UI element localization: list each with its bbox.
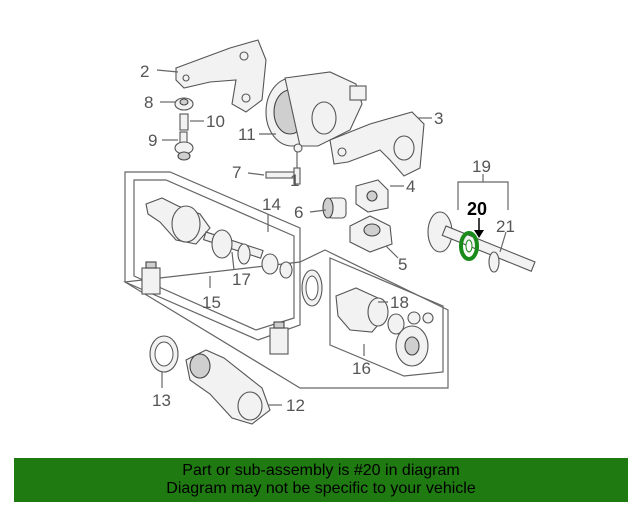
label-10: 10: [206, 112, 225, 131]
parts-diagram: 2 8 10 9 11 3 7 1 4 14 6 5 17 15 18 16 1…: [123, 39, 536, 425]
bolt-part-9: [174, 131, 194, 161]
label-14: 14: [262, 195, 281, 214]
boot-clamp: [301, 269, 323, 307]
label-2: 2: [140, 62, 149, 81]
banner-line-1: Part or sub-assembly is #20 in diagram: [182, 462, 460, 479]
grease-bottle-right: [269, 321, 289, 355]
label-20[interactable]: 20: [467, 199, 487, 219]
label-15: 15: [202, 293, 221, 312]
differential-part-11: [265, 71, 367, 153]
label-18: 18: [390, 293, 409, 312]
leader-21: [499, 231, 507, 253]
axle-shaft-part-21: [427, 211, 536, 273]
nut-part-8: [174, 97, 194, 111]
box-16-outline: [329, 257, 444, 377]
label-17: 17: [232, 270, 251, 289]
label-9: 9: [148, 131, 157, 150]
box-outer-outline: [123, 249, 449, 389]
leader-5: [385, 245, 399, 259]
label-4: 4: [406, 177, 415, 196]
arrow-20-icon: [474, 230, 484, 238]
housing-part-12: [185, 349, 271, 425]
leader-17: [231, 251, 235, 271]
bracket-part-3: [329, 111, 425, 177]
label-12: 12: [286, 396, 305, 415]
label-8: 8: [144, 93, 153, 112]
label-6: 6: [294, 203, 303, 222]
sleeve-part-10: [179, 113, 189, 131]
label-16: 16: [352, 359, 371, 378]
label-13: 13: [152, 391, 171, 410]
cv-joint-part-18: [335, 287, 434, 367]
banner-line-2: Diagram may not be specific to your vehi…: [166, 480, 476, 497]
mount-part-5: [349, 215, 393, 253]
info-banner: Part or sub-assembly is #20 in diagram D…: [14, 458, 628, 502]
grease-bottle-left: [141, 261, 161, 295]
mount-part-4: [355, 179, 389, 213]
label-1: 1: [290, 171, 299, 190]
label-7: 7: [232, 163, 241, 182]
leader-2: [156, 69, 179, 73]
label-11: 11: [238, 125, 256, 144]
seal-part-13: [149, 335, 179, 373]
bracket-part-2: [175, 39, 267, 113]
leader-6: [309, 209, 327, 213]
seal-part-20[interactable]: [459, 231, 479, 261]
label-3: 3: [434, 109, 443, 128]
axle-shaft-part-15: [145, 197, 293, 279]
box-15-outline: [133, 179, 295, 331]
label-21: 21: [496, 217, 515, 236]
label-19: 19: [472, 157, 491, 176]
bushing-part-6: [322, 197, 347, 219]
label-5: 5: [398, 255, 407, 274]
leader-7: [247, 172, 265, 176]
